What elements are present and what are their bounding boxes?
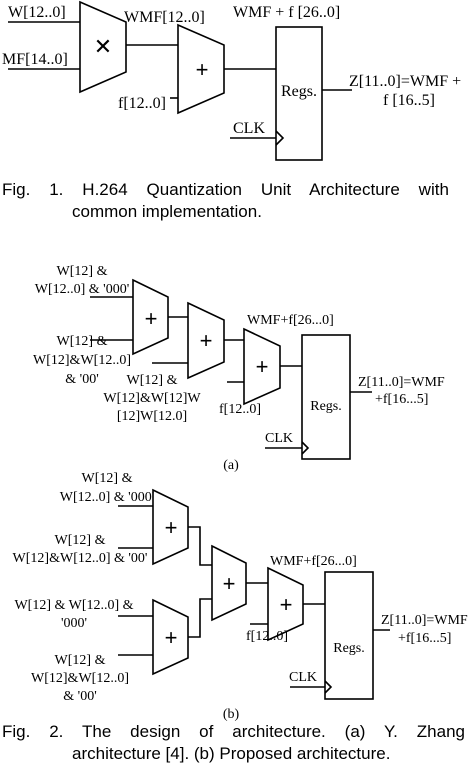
output-label: Z[11..0]=WMF — [358, 375, 445, 390]
add-symbol: + — [145, 306, 158, 331]
input-2-line-3: & '00' — [65, 372, 98, 387]
add-symbol: + — [280, 592, 293, 617]
regs-block — [301, 334, 351, 460]
add-symbol: + — [223, 571, 236, 596]
regs-block — [324, 571, 374, 700]
sum-label: WMF+f[26...0] — [247, 313, 334, 328]
figure-1: ✕ + Regs. W[12..0] MF[14..0] WMF[12..0] … — [2, 0, 461, 161]
clock-edge-symbol — [301, 441, 310, 455]
multiplier-block — [79, 0, 127, 94]
adder-1 — [132, 278, 169, 356]
output-label: Z[11..0]=WMF — [381, 613, 468, 628]
adder-1 — [152, 488, 189, 566]
output-label-2: +f[16...5] — [398, 631, 451, 646]
input-4-line-3: & '00' — [63, 689, 96, 704]
input-3-line-3: [12]W[12.0] — [117, 409, 187, 424]
output-label-2: +f[16...5] — [375, 392, 428, 407]
input-2-line-2: W[12]&W[12..0] — [33, 353, 131, 368]
regs-label: Regs. — [333, 641, 365, 656]
add-symbol: + — [200, 328, 213, 353]
input-2-line-1: W[12] & — [55, 533, 106, 548]
figure-2-caption-2: architecture [4]. (b) Proposed architect… — [72, 744, 390, 763]
figure-2b: + + + + Regs. W[12] & W[12..0] & '000' W… — [13, 471, 468, 722]
f-input-label: f[12..0] — [246, 629, 288, 644]
sum-label: WMF+f[26...0] — [270, 554, 357, 569]
add-symbol: + — [196, 57, 209, 82]
clk-label: CLK — [265, 431, 293, 446]
input-3-line-1: W[12] & W[12..0] & — [14, 598, 133, 613]
input-2-line-2: W[12]&W[12..0] & '00' — [13, 551, 148, 566]
subfigure-label-b: (b) — [223, 707, 240, 722]
f-input-label: f[12..0] — [118, 95, 166, 112]
input-1-line-1: W[12] & — [57, 264, 108, 279]
figure-1-caption: Fig. 1. H.264 Quantization Unit Architec… — [2, 180, 449, 199]
regs-label: Regs. — [281, 83, 317, 100]
add-symbol: + — [256, 354, 269, 379]
clock-edge-symbol — [324, 680, 333, 694]
clk-label: CLK — [289, 670, 317, 685]
input-3-line-1: W[12] & — [127, 373, 178, 388]
figure-1-caption-2: common implementation. — [72, 202, 262, 221]
input-1-line-1: W[12] & — [82, 471, 133, 486]
adder-3 — [243, 327, 281, 406]
input-w: W[12..0] — [8, 4, 66, 21]
add-symbol: + — [165, 625, 178, 650]
figure-2-caption: Fig. 2. The design of architecture. (a) … — [2, 722, 465, 741]
input-1-line-2: W[12..0] & '000' — [60, 490, 154, 505]
input-4-line-1: W[12] & — [55, 653, 106, 668]
sum-label: WMF + f [26..0] — [233, 4, 340, 21]
input-1-line-2: W[12..0] & '000' — [35, 282, 129, 297]
clk-label: CLK — [233, 120, 265, 137]
adder-2 — [187, 301, 225, 380]
input-mf: MF[14..0] — [2, 51, 68, 68]
input-3-line-2: '000' — [61, 616, 87, 631]
wmf-label: WMF[12..0] — [124, 9, 205, 26]
clock-edge-symbol — [275, 130, 285, 146]
input-3-line-2: W[12]&W[12]W — [103, 391, 201, 406]
f-input-label: f[12..0] — [219, 402, 261, 417]
figure-2a: + + + Regs. W[12] & W[12..0] & '000' W[1… — [33, 264, 445, 473]
output-label: Z[11..0]=WMF + — [349, 73, 461, 90]
adder-2 — [211, 544, 247, 622]
subfigure-label-a: (a) — [223, 458, 239, 473]
regs-label: Regs. — [310, 399, 342, 414]
input-4-line-2: W[12]&W[12..0] — [31, 671, 129, 686]
adder-block — [177, 23, 225, 115]
adder-3 — [267, 566, 304, 642]
adder-4 — [152, 598, 189, 676]
multiply-symbol: ✕ — [94, 34, 112, 59]
add-symbol: + — [165, 515, 178, 540]
input-2-line-1: W[12] & — [57, 334, 108, 349]
output-label-2: f [16..5] — [383, 92, 435, 109]
